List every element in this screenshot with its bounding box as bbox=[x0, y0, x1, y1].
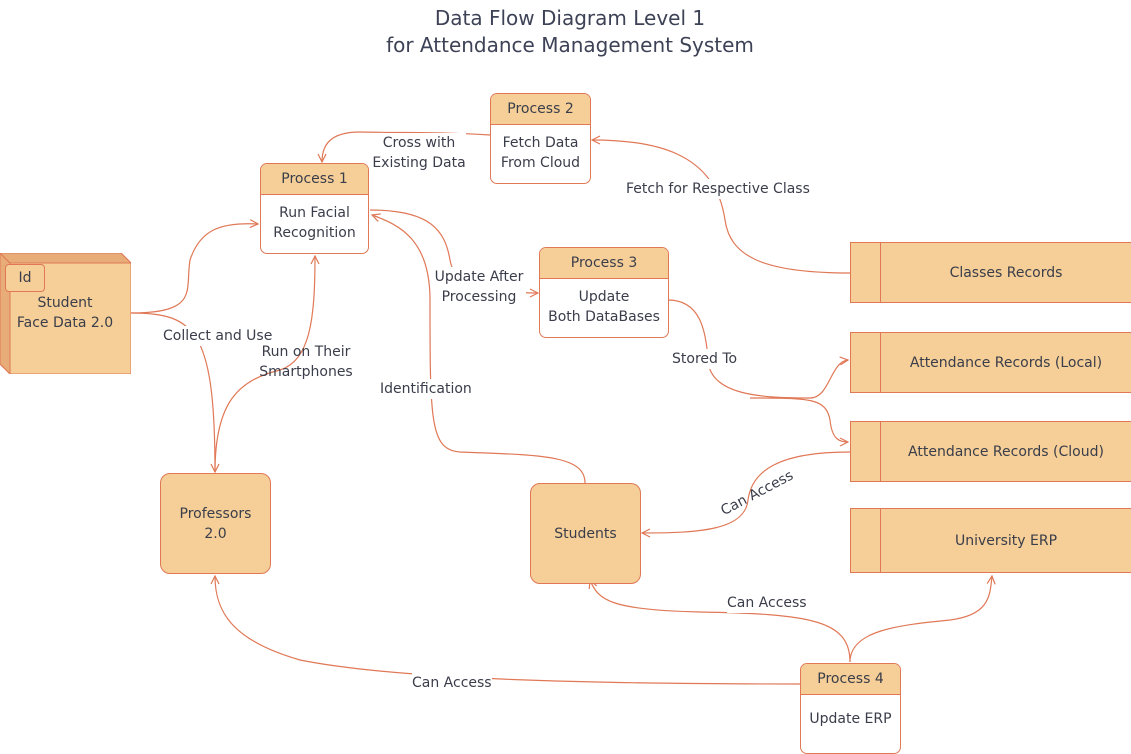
process-3-body: Update Both DataBases bbox=[540, 279, 668, 327]
process-3-body-line2: Both DataBases bbox=[548, 309, 660, 325]
store-divider bbox=[880, 333, 881, 392]
edge-p4-to-professors bbox=[215, 576, 801, 685]
id-tag: Id bbox=[5, 264, 45, 292]
store-att-cloud-label: Attendance Records (Cloud) bbox=[908, 443, 1104, 460]
label-cross-line2: Existing Data bbox=[372, 155, 466, 171]
store-att-local-label: Attendance Records (Local) bbox=[909, 354, 1103, 371]
students-entity[interactable]: Students bbox=[530, 483, 641, 584]
process-1-body: Run Facial Recognition bbox=[261, 195, 368, 243]
store-attendance-cloud[interactable]: Attendance Records (Cloud) bbox=[850, 421, 1131, 482]
label-run-phones-line1: Run on Their bbox=[261, 344, 351, 360]
label-identification: Identification bbox=[380, 379, 472, 399]
process-2-body-line1: Fetch Data bbox=[502, 135, 579, 151]
edge-p4-to-erp bbox=[849, 576, 992, 663]
process-1[interactable]: Process 1 Run Facial Recognition bbox=[260, 163, 369, 254]
process-1-body-line2: Recognition bbox=[273, 225, 356, 241]
edge-p4-to-students bbox=[590, 580, 851, 663]
process-2-body-line2: From Cloud bbox=[500, 155, 581, 171]
professors-entity[interactable]: Professors 2.0 bbox=[160, 473, 271, 574]
process-4-header: Process 4 bbox=[801, 664, 900, 695]
label-stored-to: Stored To bbox=[672, 349, 738, 369]
process-3-header: Process 3 bbox=[540, 248, 668, 279]
edge-face-to-p1 bbox=[130, 224, 258, 314]
process-1-body-line1: Run Facial bbox=[279, 205, 350, 221]
store-divider bbox=[880, 422, 881, 481]
label-cross-existing: Cross with Existing Data bbox=[372, 133, 466, 173]
process-3[interactable]: Process 3 Update Both DataBases bbox=[539, 247, 669, 338]
label-update-after: Update After Processing bbox=[432, 267, 526, 307]
edge-p3-to-local bbox=[667, 299, 848, 399]
edge-professors-to-p1 bbox=[214, 256, 315, 473]
edge-cloud-to-students bbox=[642, 451, 851, 533]
label-update-after-line2: Processing bbox=[441, 289, 517, 305]
edge-p3-to-cloud bbox=[749, 397, 848, 442]
store-divider bbox=[880, 243, 881, 302]
process-2-body: Fetch Data From Cloud bbox=[491, 125, 590, 173]
process-2[interactable]: Process 2 Fetch Data From Cloud bbox=[490, 93, 591, 184]
label-run-phones: Run on Their Smartphones bbox=[256, 342, 356, 382]
diagram-title: Data Flow Diagram Level 1 bbox=[434, 6, 706, 30]
label-update-after-line1: Update After bbox=[434, 269, 524, 285]
store-classes-records[interactable]: Classes Records bbox=[850, 242, 1131, 303]
edge-classes-to-p2 bbox=[592, 140, 851, 274]
label-cross-line1: Cross with bbox=[382, 135, 456, 151]
store-university-erp[interactable]: University ERP bbox=[850, 508, 1131, 573]
diagram-subtitle: for Attendance Management System bbox=[386, 33, 754, 57]
process-3-body-line1: Update bbox=[578, 289, 630, 305]
label-collect-use: Collect and Use bbox=[163, 326, 273, 346]
edge-students-to-p1 bbox=[372, 215, 586, 484]
process-4-body-line1: Update ERP bbox=[809, 711, 892, 727]
store-erp-label: University ERP bbox=[954, 532, 1058, 549]
label-can-access-students: Can Access bbox=[727, 593, 807, 613]
student-face-line2: Face Data 2.0 bbox=[16, 315, 114, 331]
student-face-line1: Student bbox=[37, 295, 93, 311]
process-4[interactable]: Process 4 Update ERP bbox=[800, 663, 901, 754]
professors-line1: Professors bbox=[179, 505, 252, 522]
label-run-phones-line2: Smartphones bbox=[259, 364, 353, 380]
label-can-access-professors: Can Access bbox=[412, 673, 492, 693]
label-fetch-class: Fetch for Respective Class bbox=[626, 179, 810, 199]
process-2-header: Process 2 bbox=[491, 94, 590, 125]
process-4-body: Update ERP bbox=[801, 695, 900, 729]
professors-line2: 2.0 bbox=[204, 525, 227, 542]
process-1-header: Process 1 bbox=[261, 164, 368, 195]
student-face-data-label: Student Face Data 2.0 bbox=[10, 293, 120, 333]
students-line1: Students bbox=[554, 525, 617, 542]
store-classes-label: Classes Records bbox=[949, 264, 1063, 281]
store-attendance-local[interactable]: Attendance Records (Local) bbox=[850, 332, 1131, 393]
store-divider bbox=[880, 509, 881, 572]
